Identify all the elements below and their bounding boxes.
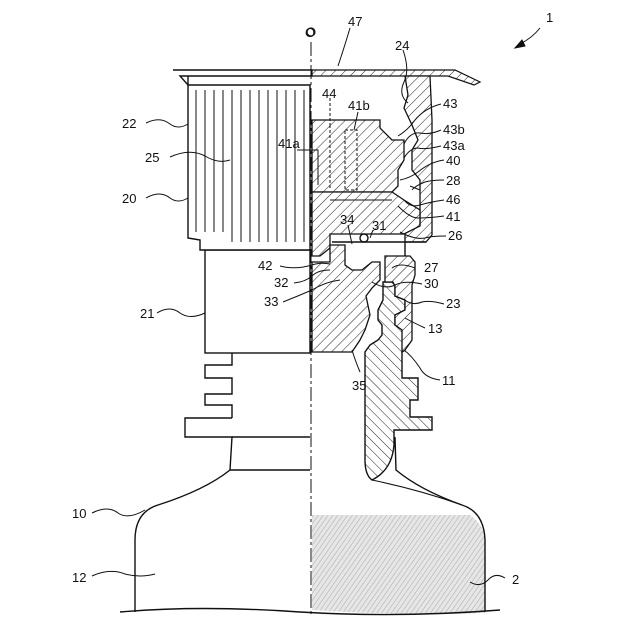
label-25: 25 (145, 150, 159, 165)
label-12: 12 (72, 570, 86, 585)
label-43a: 43a (443, 138, 465, 153)
center-mark-label: O (305, 25, 315, 40)
lid-film-47 (312, 70, 480, 85)
stopper-section-40 (312, 120, 404, 192)
bottle-neck-section (365, 282, 432, 480)
label-11: 11 (442, 373, 456, 388)
label-13: 13 (428, 321, 442, 336)
label-27: 27 (424, 260, 438, 275)
label-41: 41 (446, 209, 460, 224)
label-22: 22 (122, 116, 136, 131)
label-35: 35 (352, 378, 366, 393)
label-34: 34 (340, 212, 354, 227)
label-42: 42 (258, 258, 272, 273)
label-26: 26 (448, 228, 462, 243)
cap-inner-barrel (312, 245, 380, 352)
label-43: 43 (443, 96, 457, 111)
seal-disc-41 (312, 192, 420, 256)
label-32: 32 (274, 275, 288, 290)
label-23: 23 (446, 296, 460, 311)
label-10: 10 (72, 506, 86, 521)
label-28: 28 (446, 173, 460, 188)
label-44: 44 (322, 86, 336, 101)
label-40: 40 (446, 153, 460, 168)
label-20: 20 (122, 191, 136, 206)
cap-exterior (173, 70, 312, 353)
label-31: 31 (372, 218, 386, 233)
label-41b: 41b (348, 98, 370, 113)
bottle-body (120, 352, 500, 615)
label-21: 21 (140, 306, 154, 321)
label-46: 46 (446, 192, 460, 207)
label-47: 47 (348, 14, 362, 29)
label-41a: 41a (278, 136, 300, 151)
label-2: 2 (512, 572, 519, 587)
label-1: 1 (546, 10, 553, 25)
label-24: 24 (395, 38, 409, 53)
label-30: 30 (424, 276, 438, 291)
label-33: 33 (264, 294, 278, 309)
label-43b: 43b (443, 122, 465, 137)
